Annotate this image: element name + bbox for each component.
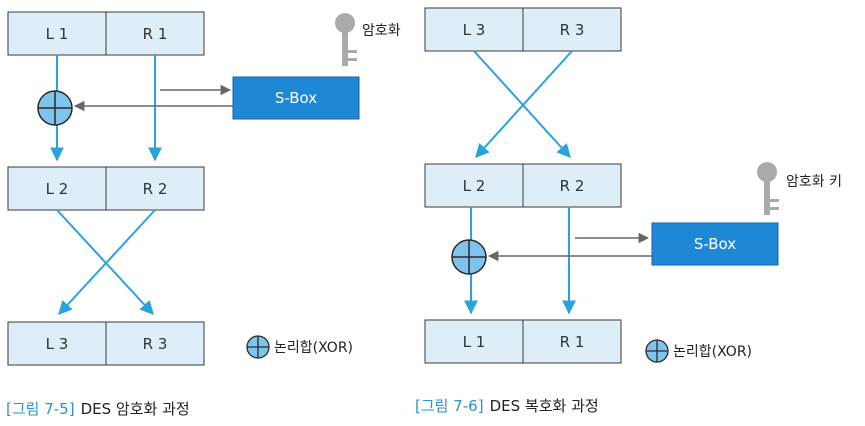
enc-l1-box [7, 11, 107, 56]
dec-r1-box [522, 319, 622, 364]
decryption-diagram: L 3 R 3 L 2 R 2 암호화 키 S-Box [415, 7, 842, 415]
dec-sbox-label: S-Box [694, 235, 736, 253]
dec-caption: [그림 7-6] DES 복호화 과정 [415, 397, 599, 415]
dec-xor-icon [451, 239, 487, 275]
enc-key-label: 암호화 [362, 23, 401, 39]
enc-cross-arrow-2 [58, 209, 156, 316]
enc-l3-label: L 3 [46, 335, 69, 353]
enc-sbox [232, 76, 360, 120]
dec-caption-text: DES 복호화 과정 [490, 397, 599, 415]
enc-l2-label: L 2 [46, 180, 69, 198]
enc-r3-label: R 3 [143, 335, 168, 353]
dec-cross-arrow-2 [475, 50, 573, 159]
enc-r2-label: R 2 [143, 180, 168, 198]
enc-l2-box [7, 166, 107, 211]
enc-caption: [그림 7-5] DES 암호화 과정 [6, 400, 190, 418]
enc-key-icon [335, 13, 357, 66]
enc-l1-label: L 1 [46, 25, 69, 43]
encryption-diagram: L 1 R 1 암호화 S-Box L 2 R 2 [6, 11, 401, 418]
enc-r1-label: R 1 [143, 25, 168, 43]
enc-r2-box [105, 166, 205, 211]
dec-r3-box [522, 7, 622, 52]
dec-cross-arrow-1 [473, 50, 571, 159]
dec-caption-label: [그림 7-6] [415, 397, 484, 415]
dec-key-label: 암호화 키 [786, 174, 842, 190]
dec-row3-right-label: R 1 [560, 333, 585, 351]
dec-row1-left-label: L 3 [463, 21, 486, 39]
enc-r1-box [105, 11, 205, 56]
enc-cross-arrow-1 [56, 209, 154, 316]
enc-legend-xor-icon [246, 335, 270, 359]
dec-row2-right-label: R 2 [560, 177, 585, 195]
dec-r2-box [522, 163, 622, 208]
enc-caption-text: DES 암호화 과정 [81, 400, 190, 418]
enc-sbox-label: S-Box [275, 89, 317, 107]
dec-legend-label: 논리합(XOR) [673, 344, 752, 360]
dec-legend-xor-icon [645, 339, 669, 363]
dec-row2-left-label: L 2 [463, 177, 486, 195]
enc-r3-box [105, 321, 205, 366]
enc-caption-label: [그림 7-5] [6, 400, 75, 418]
dec-row3-left-label: L 1 [463, 333, 486, 351]
dec-key-icon [757, 162, 779, 215]
enc-xor-icon [37, 90, 73, 126]
dec-l1-box [424, 319, 524, 364]
dec-l2-box [424, 163, 524, 208]
dec-sbox [651, 222, 779, 266]
enc-legend-label: 논리합(XOR) [274, 340, 353, 356]
dec-row1-right-label: R 3 [560, 21, 585, 39]
enc-l3-box [7, 321, 107, 366]
